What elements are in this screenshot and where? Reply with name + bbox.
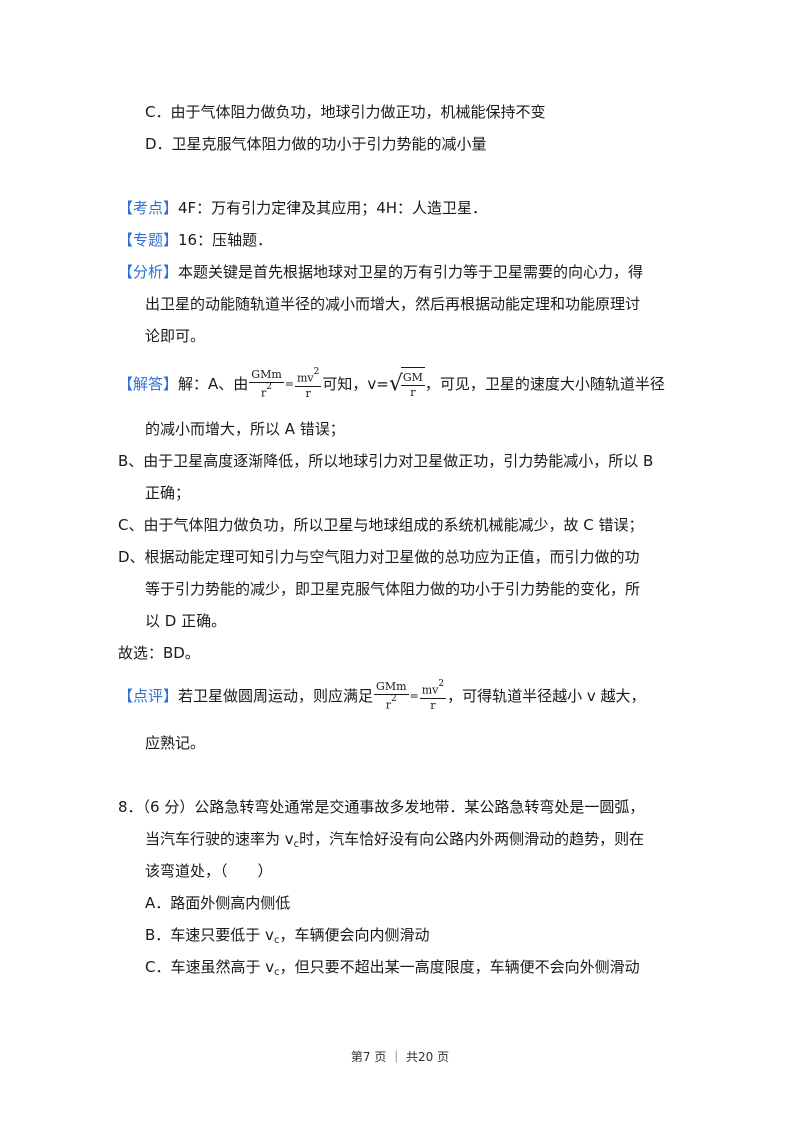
- option-d-prev: D．卫星克服气体阻力做的功小于引力势能的减小量: [145, 135, 487, 153]
- fraction-gmm-r2-b: GMm r2: [374, 680, 409, 713]
- kaodian-tag: 【考点】: [118, 199, 179, 217]
- fenxi-line3: 论即可。: [145, 327, 206, 345]
- radical-icon: √: [388, 371, 403, 397]
- option-c-prev: C．由于气体阻力做负功，地球引力做正功，机械能保持不变: [145, 103, 546, 121]
- q8-option-c-pre: C．车速虽然高于 v: [145, 958, 275, 976]
- answer-line: 故选：BD。: [118, 644, 200, 662]
- jieda-mid: 可知，v=: [322, 375, 389, 393]
- q8-option-b-post: ，车辆便会向内侧滑动: [279, 926, 430, 944]
- frac3-den: r: [385, 698, 392, 712]
- frac4-den: r: [430, 698, 436, 712]
- jieda-line2: 的减小而增大，所以 A 错误；: [145, 420, 345, 438]
- jieda-post: ，可见，卫星的速度大小随轨道半径: [424, 375, 665, 393]
- fenxi-line2: 出卫星的动能随轨道半径的减小而增大，然后再根据动能定理和功能原理讨: [145, 295, 641, 313]
- d-line3: 以 D 正确。: [145, 612, 227, 630]
- q8-option-b-pre: B．车速只要低于 v: [145, 926, 274, 944]
- sqrt-den: r: [410, 386, 416, 399]
- q8-option-b: B．车速只要低于 vc，车辆便会向内侧滑动: [145, 924, 429, 952]
- equals-sign: =: [284, 377, 294, 391]
- b-line1: B、由于卫星高度逐渐降低，所以地球引力对卫星做正功，引力势能减小，所以 B: [118, 452, 654, 470]
- d-line2: 等于引力势能的减少，即卫星克服气体阻力做的功小于引力势能的变化，所: [145, 580, 641, 598]
- q8-option-c: C．车速虽然高于 vc，但只要不超出某一高度限度，车辆便不会向外侧滑动: [145, 956, 640, 984]
- frac1-num: GMm: [249, 368, 284, 384]
- frac3-den-exp: 2: [391, 694, 397, 705]
- q8-line2: 当汽车行驶的速率为 vc时，汽车恰好没有向公路内外两侧滑动的趋势，则在: [145, 828, 644, 856]
- fraction-gmm-r2: GMm r2: [249, 368, 284, 401]
- dianping-line2: 应熟记。: [145, 734, 206, 752]
- q8-line2-post: 时，汽车恰好没有向公路内外两侧滑动的趋势，则在: [299, 830, 645, 848]
- frac4-num-exp: 2: [438, 679, 445, 690]
- kaodian-row: 【考点】4F：万有引力定律及其应用；4H：人造卫星．: [118, 197, 487, 219]
- q8-line1: 8．（6 分）公路急转弯处通常是交通事故多发地带．某公路急转弯处是一圆弧，: [118, 798, 645, 816]
- frac4-num: mv: [421, 683, 439, 697]
- q8-line3: 该弯道处，（ ）: [145, 862, 273, 880]
- frac1-den-exp: 2: [266, 382, 273, 393]
- jieda-pre: 解：A、由: [178, 375, 249, 393]
- frac2-num: mv: [296, 371, 314, 385]
- jieda-tag: 【解答】: [118, 375, 179, 393]
- q8-sub-c: c: [293, 839, 300, 850]
- frac2-num-exp: 2: [313, 367, 320, 378]
- dianping-pre: 若卫星做圆周运动，则应满足: [178, 687, 374, 705]
- frac1-den: r: [261, 386, 267, 400]
- c-line: C、由于气体阻力做负功，所以卫星与地球组成的系统机械能减少，故 C 错误；: [118, 516, 644, 534]
- sqrt-num: GM: [400, 371, 425, 386]
- frac2-den: r: [305, 386, 311, 400]
- q8-option-a: A．路面外侧高内侧低: [145, 894, 291, 912]
- d-line1: D、根据动能定理可知引力与空气阻力对卫星做的总功应为正值，而引力做的功: [118, 548, 640, 566]
- kaodian-text: 4F：万有引力定律及其应用；4H：人造卫星．: [178, 199, 488, 217]
- q8-option-c-sub: c: [274, 967, 280, 978]
- zhuanti-row: 【专题】16：压轴题．: [118, 229, 272, 251]
- zhuanti-text: 16：压轴题．: [178, 231, 273, 249]
- q8-option-c-post: ，但只要不超出某一高度限度，车辆便不会向外侧滑动: [279, 958, 640, 976]
- b-line2: 正确；: [145, 484, 191, 502]
- fenxi-row: 【分析】本题关键是首先根据地球对卫星的万有引力等于卫星需要的向心力，得: [118, 261, 643, 283]
- equals-sign-b: =: [409, 689, 419, 703]
- q8-line2-pre: 当汽车行驶的速率为 v: [145, 830, 294, 848]
- frac3-num: GMm: [374, 680, 409, 696]
- q8-option-b-sub: c: [273, 935, 280, 946]
- page-footer: 第7 页 ｜ 共20 页: [350, 1050, 450, 1064]
- fenxi-line1: 本题关键是首先根据地球对卫星的万有引力等于卫星需要的向心力，得: [178, 263, 644, 281]
- zhuanti-tag: 【专题】: [118, 231, 179, 249]
- dianping-post: ，可得轨道半径越小 v 越大，: [447, 687, 646, 705]
- dianping-tag: 【点评】: [118, 687, 179, 705]
- fenxi-tag: 【分析】: [118, 263, 179, 281]
